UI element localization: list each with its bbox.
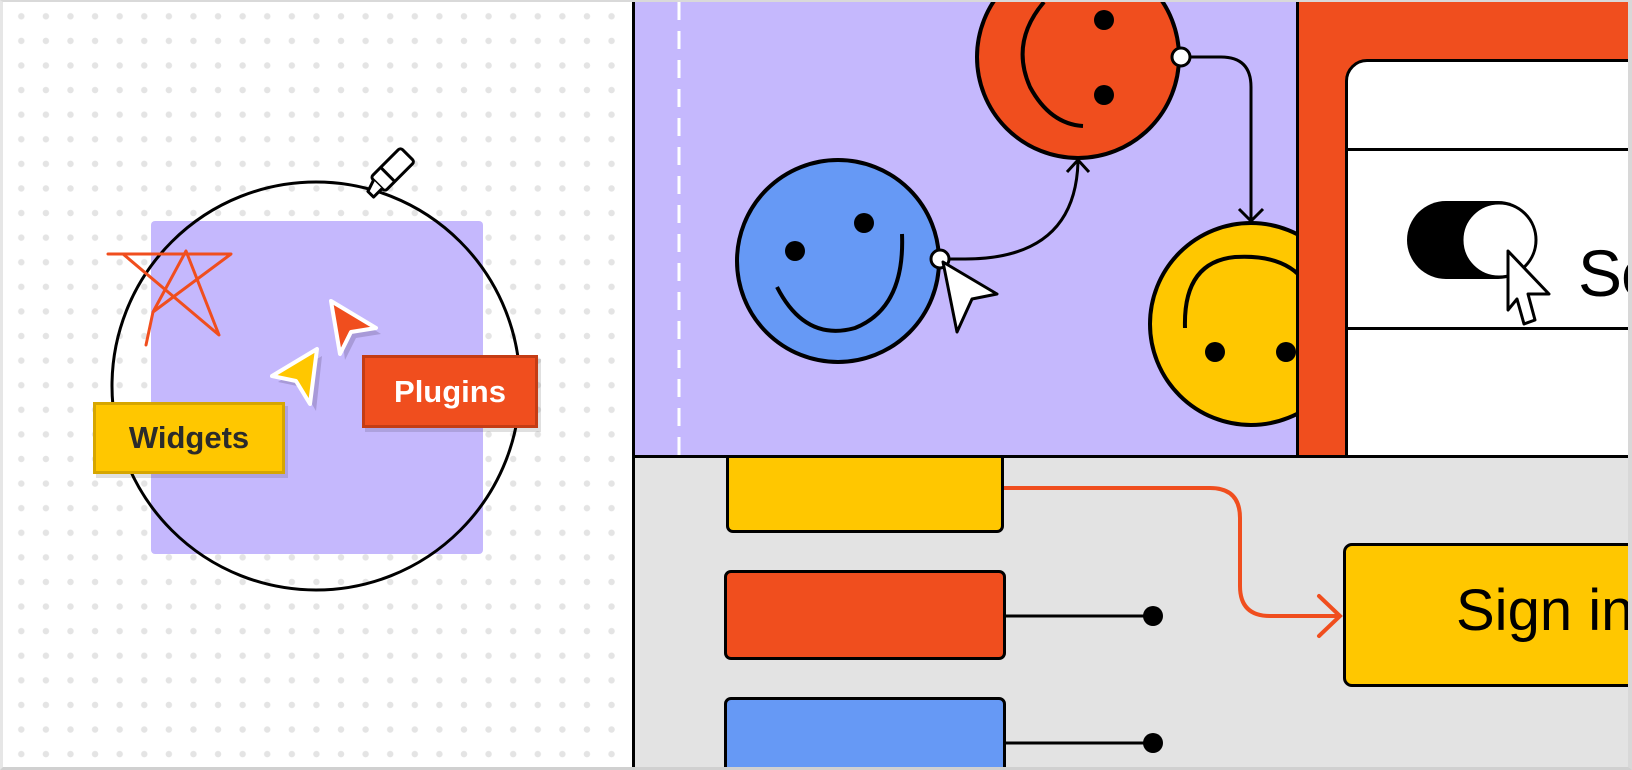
endpoint-dot[interactable] [1143, 606, 1163, 626]
vertical-divider [632, 2, 635, 767]
plugins-label-text: Plugins [394, 373, 506, 409]
horizontal-divider [635, 455, 1628, 458]
orange-smiley-icon[interactable] [975, 2, 1181, 160]
settings-panel: Sc [1296, 2, 1632, 455]
card-row-divider [1348, 327, 1628, 330]
sign-in-button[interactable]: Sign in [1343, 543, 1632, 687]
widgets-label-text: Widgets [128, 420, 250, 455]
pointer-cursor-icon [941, 260, 999, 334]
pointer-cursor-icon [1506, 249, 1551, 326]
star-scribble-icon[interactable] [106, 249, 233, 347]
flow-connectors [1004, 486, 1343, 753]
toggle-switch[interactable] [1348, 62, 1632, 455]
pen-icon[interactable] [362, 147, 415, 200]
arrowhead-icon [1317, 594, 1343, 638]
setting-label: Sc [1578, 236, 1628, 310]
cursor-yellow-icon [270, 347, 322, 411]
widgets-label[interactable]: Widgets [93, 402, 285, 474]
whiteboard-canvas[interactable]: Widgets Plugins [3, 2, 632, 767]
card-row-divider [1348, 148, 1628, 151]
orange-block[interactable] [724, 570, 1006, 660]
connection-handle[interactable] [1170, 46, 1192, 68]
yellow-block[interactable] [726, 458, 1004, 533]
connector-yellow-to-signin[interactable] [1004, 486, 1339, 618]
settings-card: Sc [1345, 59, 1632, 455]
sign-in-label: Sign in [1456, 578, 1632, 643]
cursor-orange-icon [329, 299, 381, 360]
endpoint-dot[interactable] [1143, 733, 1163, 753]
plugins-label[interactable]: Plugins [362, 355, 538, 428]
blue-block[interactable] [724, 697, 1006, 767]
connector-blue-to-orange[interactable] [940, 161, 1080, 261]
connector-orange-to-yellow[interactable] [1181, 55, 1253, 222]
toggle-knob[interactable] [1460, 201, 1538, 279]
diagram-canvas[interactable]: Sc [635, 2, 1632, 455]
blue-smiley-icon[interactable] [735, 158, 941, 364]
flow-canvas[interactable]: Sign in [635, 458, 1632, 767]
